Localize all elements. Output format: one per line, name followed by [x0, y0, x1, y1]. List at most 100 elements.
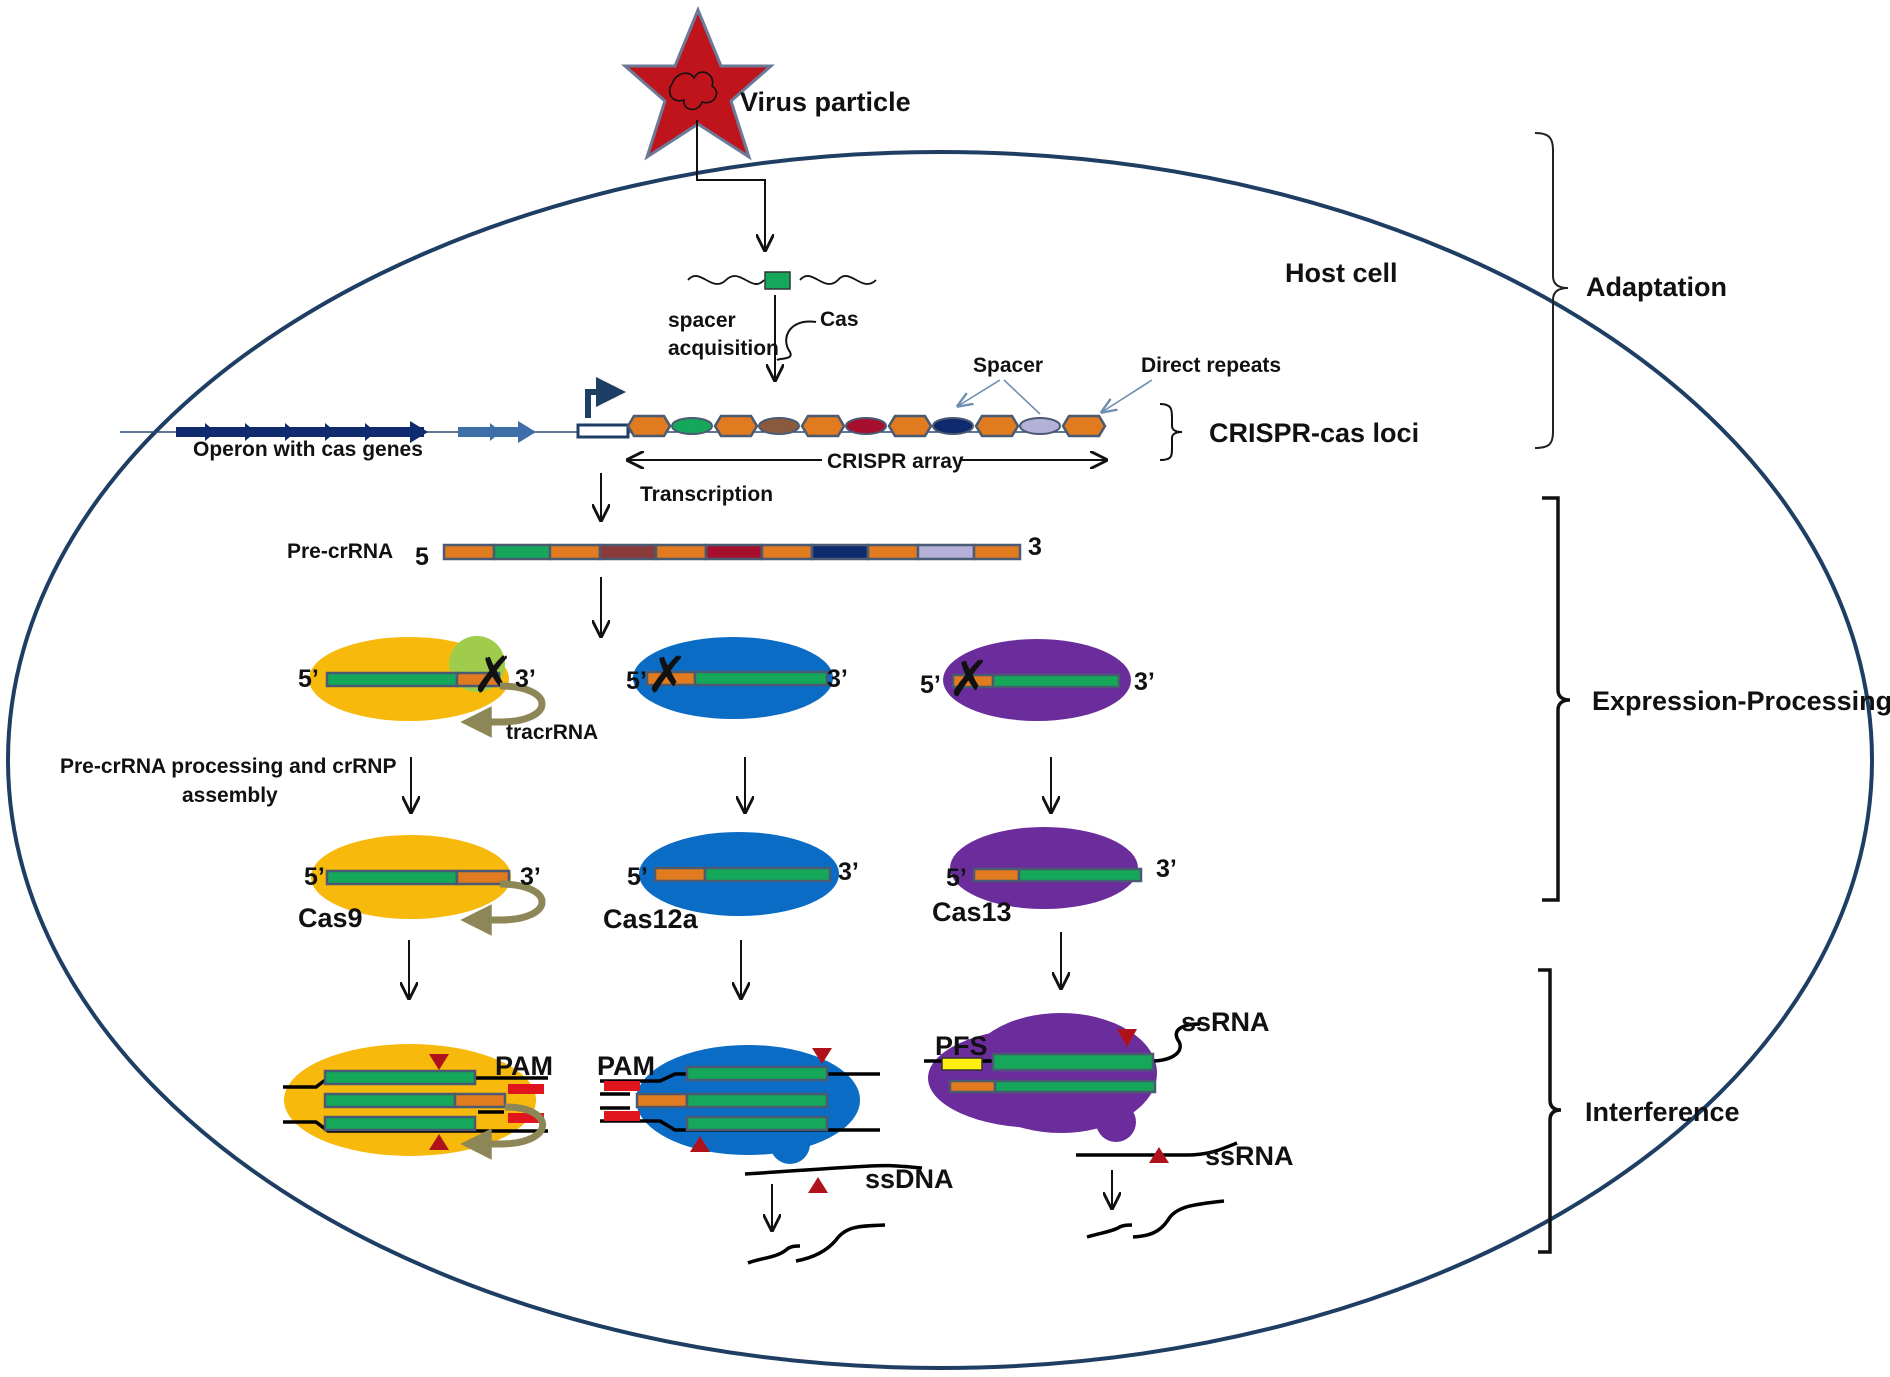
promoter-arrow-icon	[585, 377, 626, 418]
cas9-mature-spacer	[325, 869, 459, 886]
virus-particle-label: Virus particle	[740, 87, 911, 117]
virus-injection-arrow	[696, 120, 765, 250]
host-cell-membrane	[6, 150, 1874, 1370]
repeat-pointer	[1102, 379, 1153, 412]
cas-operon-bar	[176, 427, 424, 437]
cas9-target-strand-1	[323, 1069, 477, 1086]
ssdna-strand	[744, 1163, 923, 1176]
cas12a-mature-spacer	[703, 866, 832, 883]
cas-label: Cas	[820, 308, 859, 331]
cas12a-nuclease-lobe	[770, 1124, 810, 1164]
cas13-target-spacer	[993, 1079, 1157, 1094]
cleavage-x-icon-3: ✗	[948, 650, 990, 708]
tracrrna-loop-1	[460, 682, 546, 738]
cas12a-pam-inner	[600, 1092, 630, 1110]
ssdna-fragment-2	[795, 1223, 886, 1263]
pre-crrna-5-end: 5	[415, 543, 429, 571]
cleavage-x-icon-1: ✗	[472, 646, 514, 704]
spacer-1	[671, 417, 713, 435]
cas12a-target-repeat	[635, 1092, 689, 1109]
cas13-nuclease-lobe	[1096, 1102, 1136, 1142]
cas9-label: Cas9	[298, 903, 363, 933]
pre-crrna-3-end: 3	[1028, 533, 1042, 561]
crispr-cas-loci-label: CRISPR-cas loci	[1209, 418, 1419, 448]
pre-crrna-label: Pre-crRNA	[287, 540, 393, 563]
cas12a-target-spacer	[685, 1092, 829, 1109]
cas9-target-repeat	[453, 1092, 507, 1109]
direct-repeats-label: Direct repeats	[1141, 354, 1281, 377]
spacer-3	[845, 417, 887, 435]
cas13-pfs	[941, 1057, 983, 1071]
prime3-cas9-pre: 3’	[515, 665, 536, 693]
direct-repeats	[626, 414, 1107, 438]
cas12a-cut-site-bottom	[690, 1136, 710, 1152]
cas13-target-strand	[991, 1052, 1155, 1072]
prime5-cas13-pre: 5’	[920, 671, 941, 699]
cas9-target-strand-2	[323, 1115, 477, 1132]
spacer-5	[1019, 417, 1061, 435]
spacer-pointer-2	[1003, 379, 1041, 415]
spacer-acquisition-label-2: acquisition	[668, 337, 779, 360]
spacer-4	[932, 417, 974, 435]
spacer-pointer-1	[958, 379, 1001, 406]
expression-processing-bracket	[1542, 496, 1571, 902]
cas-gene-chevron-1	[490, 423, 501, 441]
cas13-mature-repeat	[972, 867, 1021, 883]
cas12a-cut-site-top	[812, 1048, 832, 1064]
cas13-target-repeat	[948, 1079, 997, 1094]
crispr-array-label-bg	[822, 448, 960, 472]
ssdna-fragment-1	[747, 1244, 801, 1265]
cas12a-precursor-spacer	[693, 670, 829, 687]
interference-label: Interference	[1585, 1097, 1740, 1127]
ssrna-fragment-2	[1132, 1199, 1225, 1239]
pfs-label: PFS	[935, 1031, 988, 1061]
cas12a-pam-top	[604, 1081, 640, 1091]
cas9-cut-site-top	[429, 1054, 449, 1070]
expression-processing-label: Expression-Processing	[1592, 686, 1890, 716]
host-cell-label: Host cell	[1285, 258, 1398, 288]
virus-genome-squiggle	[668, 71, 718, 111]
cas12a-target-strand-2	[685, 1115, 829, 1132]
interference-bracket	[1538, 968, 1562, 1254]
crispr-cas-loci-brace	[1159, 403, 1183, 461]
viral-dna-fragment	[687, 275, 877, 285]
ssrna-cut-site	[1149, 1147, 1169, 1163]
leader-sequence	[576, 423, 630, 439]
cas12a-target-strand-1	[685, 1065, 829, 1082]
cas9-target-spacer	[323, 1092, 457, 1109]
cas9-pam-bottom	[508, 1113, 544, 1123]
prime5-cas13: 5’	[946, 864, 967, 892]
spacer-2	[758, 417, 800, 435]
cas12a-mature-repeat	[653, 866, 707, 883]
adaptation-bracket	[1534, 132, 1569, 449]
cas9-cut-site-bottom	[429, 1134, 449, 1150]
ssrna-fragment-1	[1086, 1223, 1133, 1239]
tracrrna-label: tracrRNA	[506, 721, 598, 744]
operon-label: Operon with cas genes	[193, 438, 423, 461]
prime3-cas12a-pre: 3’	[827, 665, 848, 693]
prime5-cas12a-pre: 5’	[626, 667, 647, 695]
prime5-cas12a: 5’	[627, 863, 648, 891]
ssrna-label-target: ssRNA	[1181, 1007, 1270, 1037]
cas-pointer-line	[776, 320, 817, 361]
processing-label-2: assembly	[182, 784, 278, 807]
cas9-pam-top	[508, 1084, 544, 1094]
pre-crrna-transcript	[442, 543, 1022, 561]
ssdna-label: ssDNA	[865, 1164, 954, 1194]
cas12a-label: Cas12a	[603, 904, 699, 934]
prime3-cas12a: 3’	[838, 858, 859, 886]
ssrna-collateral-strand	[1076, 1141, 1238, 1157]
protospacer-block	[764, 271, 791, 290]
tracrrna-loop-2	[460, 880, 546, 936]
cas9-precursor-repeat	[455, 671, 501, 688]
prime3-cas13: 3’	[1156, 855, 1177, 883]
prime5-cas9-pre: 5’	[298, 665, 319, 693]
cleavage-x-icon-2: ✗	[646, 646, 688, 704]
cas-operon-chevrons	[205, 421, 428, 443]
processing-label-1: Pre-crRNA processing and crRNP	[60, 755, 396, 778]
adaptation-label: Adaptation	[1586, 272, 1727, 302]
spacer-acquisition-label-1: spacer	[668, 309, 736, 332]
cas13-label: Cas13	[932, 897, 1012, 927]
cas9-mature-repeat	[455, 869, 511, 886]
